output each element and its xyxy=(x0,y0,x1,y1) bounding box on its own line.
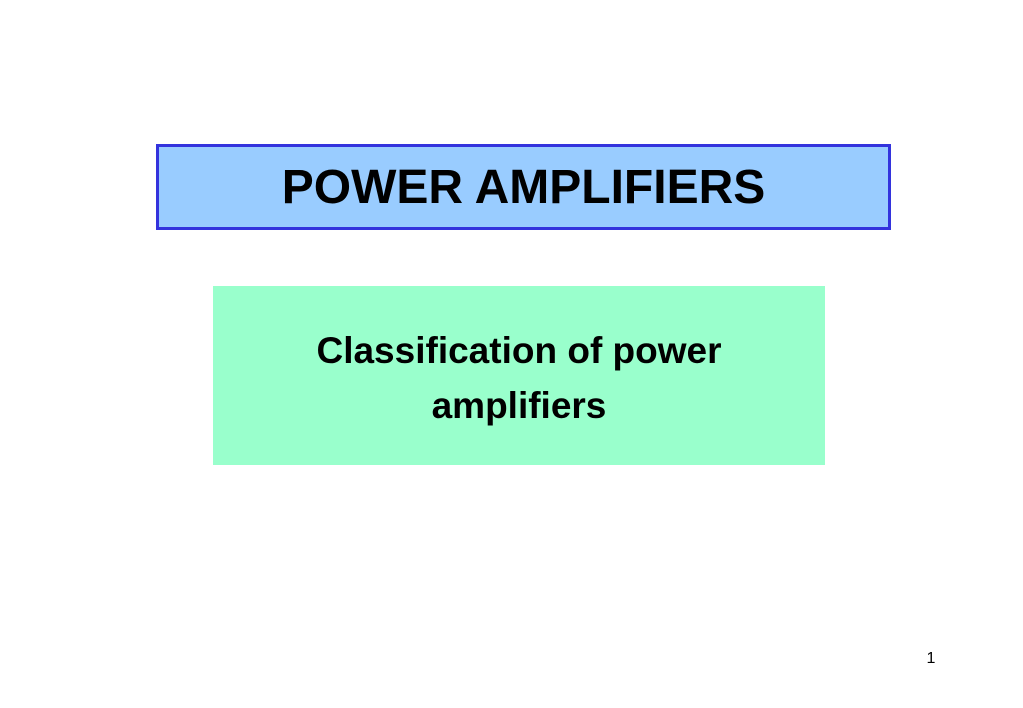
page-number: 1 xyxy=(926,650,936,667)
slide-title: POWER AMPLIFIERS xyxy=(281,160,766,214)
subtitle-box: Classification of power amplifiers xyxy=(213,286,825,465)
slide-subtitle: Classification of power amplifiers xyxy=(316,329,722,426)
title-box: POWER AMPLIFIERS xyxy=(156,144,891,230)
